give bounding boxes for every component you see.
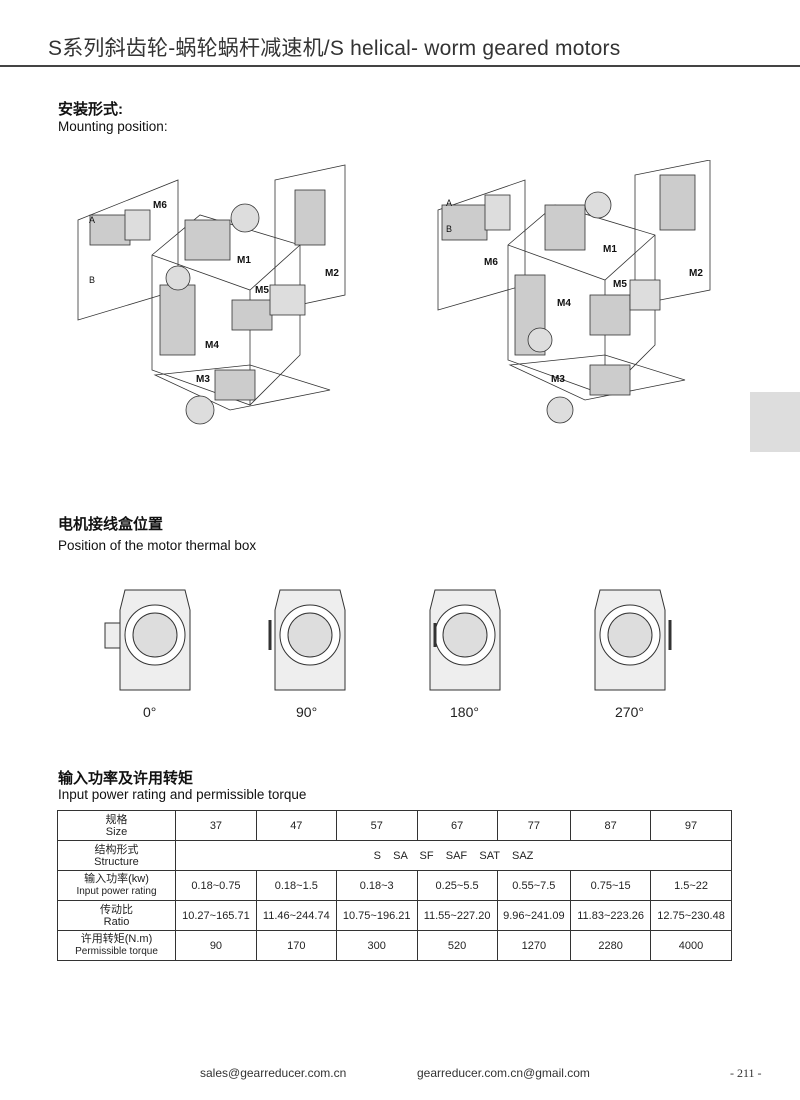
position-270: 270° xyxy=(615,704,644,720)
label-a: A xyxy=(89,215,95,225)
mounting-diagram-right xyxy=(437,160,711,424)
mounting-diagram-left xyxy=(77,164,346,425)
position-180: 180° xyxy=(450,704,479,720)
footer-email-sales[interactable]: sales@gearreducer.com.cn xyxy=(200,1066,347,1080)
label-m3: M3 xyxy=(196,374,210,385)
label-m4: M4 xyxy=(557,298,571,309)
label-m4: M4 xyxy=(205,340,219,351)
label-m3: M3 xyxy=(551,374,565,385)
label-b: B xyxy=(89,275,95,285)
rating-title-cn: 输入功率及许用转矩 xyxy=(58,770,194,787)
label-b: B xyxy=(446,224,452,234)
rating-title-en: Input power rating and permissible torqu… xyxy=(58,787,307,802)
label-m2: M2 xyxy=(689,268,703,279)
position-0: 0° xyxy=(143,704,157,720)
footer-email-gmail[interactable]: gearreducer.com.cn@gmail.com xyxy=(417,1066,590,1080)
label-m1: M1 xyxy=(237,255,251,266)
label-m6: M6 xyxy=(484,257,498,268)
label-m5: M5 xyxy=(613,279,627,290)
thermal-title-cn: 电机接线盒位置 xyxy=(58,516,164,533)
label-m1: M1 xyxy=(603,244,617,255)
label-m6: M6 xyxy=(153,200,167,211)
thermal-title-en: Position of the motor thermal box xyxy=(58,538,257,553)
label-a: A xyxy=(446,198,452,208)
mounting-position-diagrams: M6 M1 M2 M5 M4 M3 A B M6 M1 M2 M5 M4 M3 … xyxy=(77,160,711,425)
position-90: 90° xyxy=(296,704,318,720)
mounting-title-en: Mounting position: xyxy=(58,119,168,134)
page-title: S系列斜齿轮-蜗轮蜗杆减速机/S helical- worm geared mo… xyxy=(48,37,621,60)
page-number: - 211 - xyxy=(730,1066,762,1080)
label-m2: M2 xyxy=(325,268,339,279)
mounting-title-cn: 安装形式: xyxy=(58,101,123,118)
section-thumbnail xyxy=(750,392,800,452)
header-divider xyxy=(0,65,800,67)
label-m5: M5 xyxy=(255,285,269,296)
thermal-box-diagrams xyxy=(104,589,672,691)
